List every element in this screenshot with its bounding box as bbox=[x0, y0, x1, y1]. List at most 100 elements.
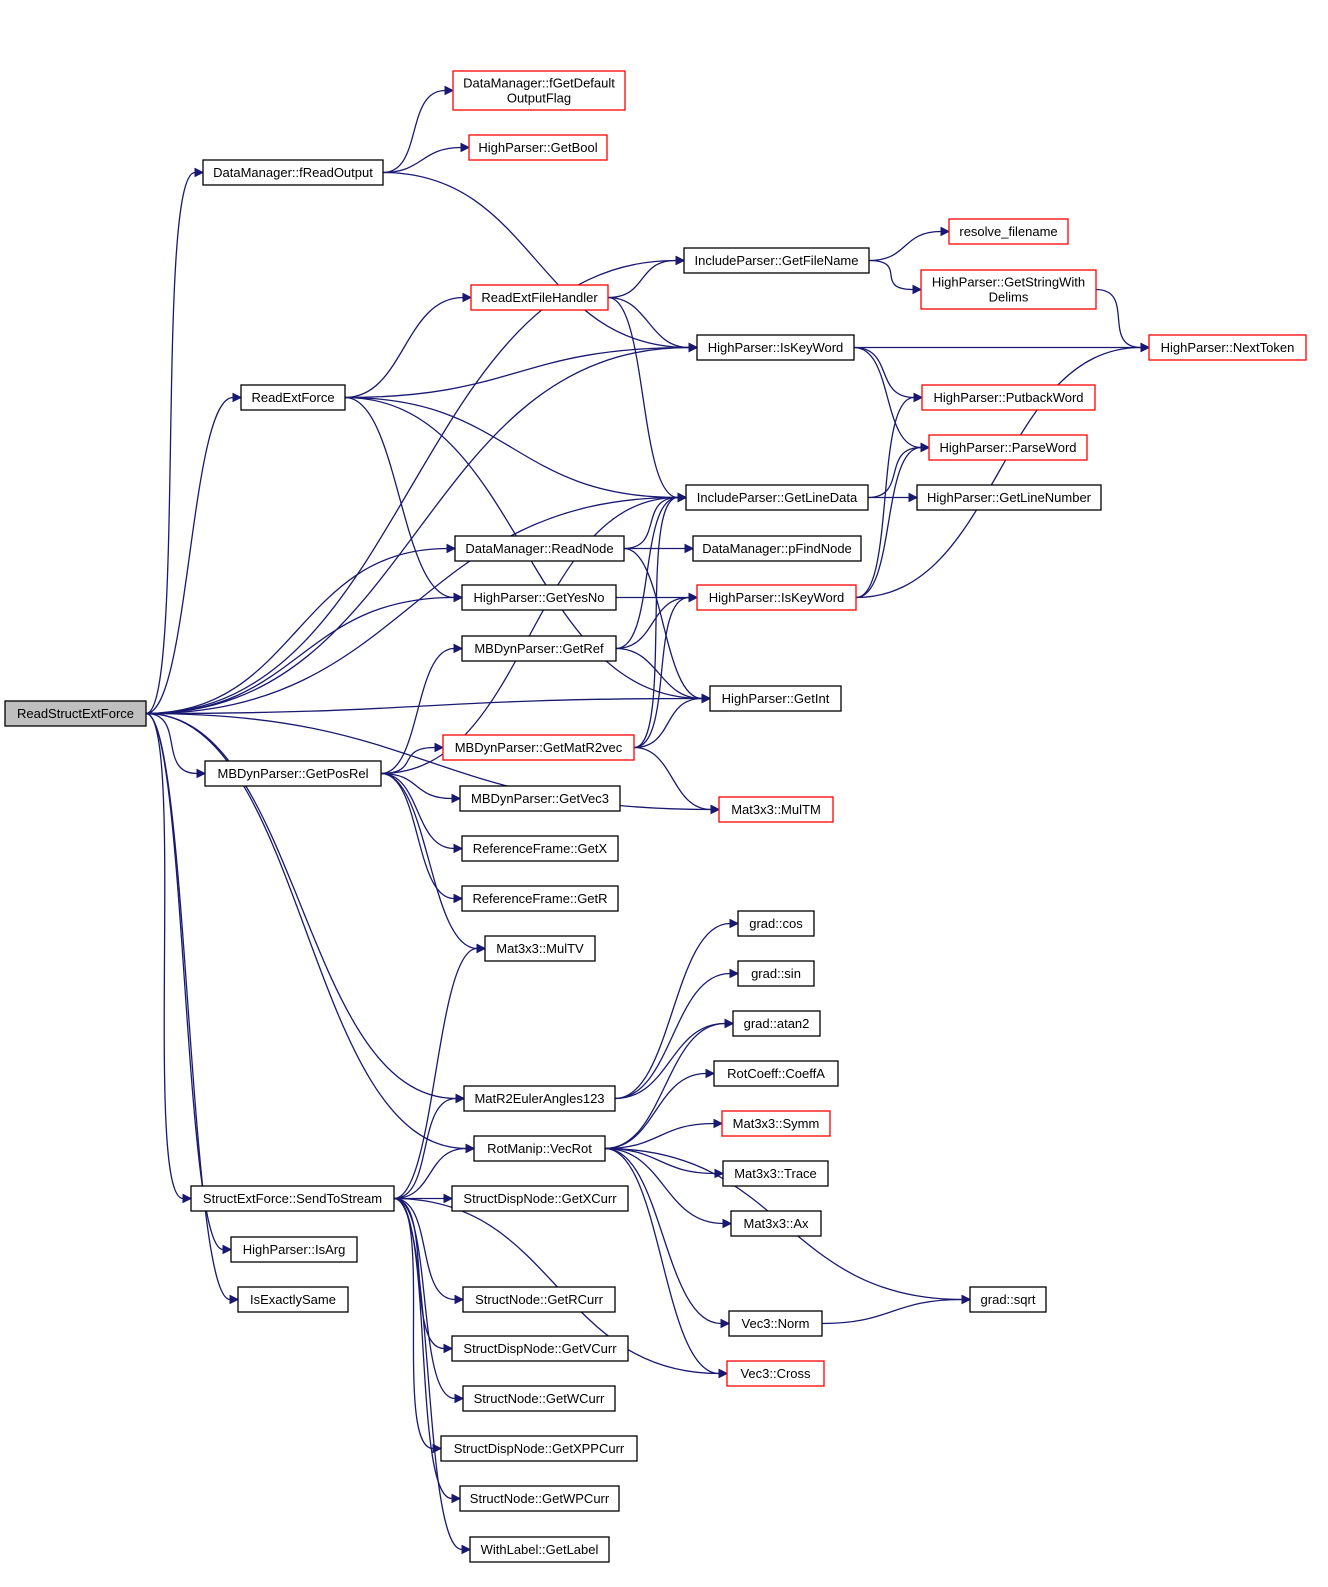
node-highparser-getbool[interactable]: HighParser::GetBool bbox=[468, 134, 608, 161]
edge-arrowhead-n36-to-n44 bbox=[443, 1343, 454, 1354]
node-vec3-cross[interactable]: Vec3::Cross bbox=[726, 1360, 825, 1387]
edge-n0-to-n1 bbox=[145, 171, 196, 715]
edge-n0-to-n4 bbox=[145, 346, 690, 715]
node-datamanager-pfindnode[interactable]: DataManager::pFindNode bbox=[692, 535, 862, 562]
edge-arrowhead-n43-to-n40 bbox=[961, 1294, 972, 1305]
node-grad-atan2[interactable]: grad::atan2 bbox=[732, 1010, 821, 1037]
edge-arrowhead-n36-to-n34 bbox=[465, 1143, 476, 1154]
node-isexactlysame[interactable]: IsExactlySame bbox=[237, 1286, 349, 1313]
edge-arrowhead-n0-to-n10 bbox=[232, 392, 243, 403]
node-mbdynparser-getref[interactable]: MBDynParser::GetRef bbox=[461, 635, 617, 662]
node-label: grad::atan2 bbox=[744, 1016, 810, 1031]
node-structnode-getwcurr[interactable]: StructNode::GetWCurr bbox=[462, 1385, 616, 1412]
node-box bbox=[454, 535, 625, 562]
node-label: HighParser::GetStringWith bbox=[932, 275, 1085, 290]
node-box bbox=[726, 1360, 825, 1387]
node-label: HighParser::GetInt bbox=[722, 691, 830, 706]
node-readextforce[interactable]: ReadExtForce bbox=[240, 384, 346, 411]
edge-n21-to-n23 bbox=[380, 772, 453, 800]
edge-n10-to-n4 bbox=[344, 346, 690, 399]
node-box bbox=[721, 1110, 831, 1137]
node-rotcoeff-coeffa[interactable]: RotCoeff::CoeffA bbox=[713, 1060, 839, 1087]
node-mat3x3-multv[interactable]: Mat3x3::MulTV bbox=[484, 935, 596, 962]
node-readextfilehandler[interactable]: ReadExtFileHandler bbox=[470, 284, 609, 311]
node-includeparser-getlinedata[interactable]: IncludeParser::GetLineData bbox=[685, 484, 869, 511]
edge-arrowhead-n21-to-n26 bbox=[453, 893, 464, 904]
node-matr2eulerangles123[interactable]: MatR2EulerAngles123 bbox=[463, 1085, 616, 1112]
node-box bbox=[692, 535, 862, 562]
node-label: Mat3x3::MulTM bbox=[731, 802, 821, 817]
edge-arrowhead-n10-to-n9 bbox=[462, 292, 473, 303]
edge-arrowhead-n21-to-n25 bbox=[453, 843, 464, 854]
node-grad-sqrt[interactable]: grad::sqrt bbox=[969, 1286, 1047, 1313]
node-highparser-isarg[interactable]: HighParser::IsArg bbox=[230, 1236, 358, 1263]
node-box bbox=[728, 1310, 823, 1337]
node-datamanager-freadoutput[interactable]: DataManager::fReadOutput bbox=[202, 159, 384, 186]
node-withlabel-getlabel[interactable]: WithLabel::GetLabel bbox=[469, 1536, 610, 1563]
node-readstructextforce[interactable]: ReadStructExtForce bbox=[4, 700, 147, 727]
edge-n15-to-n20 bbox=[623, 547, 703, 700]
node-mat3x3-ax[interactable]: Mat3x3::Ax bbox=[730, 1210, 822, 1237]
node-grad-sin[interactable]: grad::sin bbox=[737, 960, 815, 987]
node-box bbox=[452, 70, 626, 111]
node-highparser-nexttoken[interactable]: HighParser::NextToken bbox=[1148, 334, 1307, 361]
edge-arrowhead-n36-to-n45 bbox=[718, 1368, 729, 1379]
node-label: DataManager::ReadNode bbox=[465, 541, 613, 556]
node-structdispnode-getxppcurr[interactable]: StructDispNode::GetXPPCurr bbox=[440, 1435, 638, 1462]
node-highparser-iskeyword[interactable]: HighParser::IsKeyWord bbox=[696, 584, 857, 611]
node-box bbox=[440, 1435, 638, 1462]
node-mat3x3-symm[interactable]: Mat3x3::Symm bbox=[721, 1110, 831, 1137]
edge-n1-to-n2 bbox=[382, 89, 446, 174]
edge-arrowhead-n10-to-n4 bbox=[688, 342, 699, 353]
node-vec3-norm[interactable]: Vec3::Norm bbox=[728, 1310, 823, 1337]
node-highparser-getlinenumber[interactable]: HighParser::GetLineNumber bbox=[916, 484, 1102, 511]
node-highparser-putbackword[interactable]: HighParser::PutbackWord bbox=[921, 384, 1096, 411]
edge-arrowhead-n21-to-n19 bbox=[453, 643, 464, 654]
node-mat3x3-trace[interactable]: Mat3x3::Trace bbox=[722, 1160, 829, 1187]
edge-n0-to-n21 bbox=[145, 712, 198, 775]
node-structdispnode-getvcurr[interactable]: StructDispNode::GetVCurr bbox=[451, 1335, 629, 1362]
node-mbdynparser-getmatr2vec[interactable]: MBDynParser::GetMatR2vec bbox=[442, 734, 635, 761]
node-grad-cos[interactable]: grad::cos bbox=[737, 910, 815, 937]
edge-arrowhead-n34-to-n32 bbox=[705, 1068, 716, 1079]
node-label: HighParser::IsKeyWord bbox=[709, 590, 845, 605]
edge-arrowhead-n36-to-n27 bbox=[476, 943, 487, 954]
node-highparser-getint[interactable]: HighParser::GetInt bbox=[709, 685, 842, 712]
node-highparser-iskeyword[interactable]: HighParser::IsKeyWord bbox=[696, 334, 855, 361]
node-label: ReadExtForce bbox=[251, 390, 334, 405]
edge-n19-to-n18 bbox=[615, 596, 690, 650]
node-box bbox=[737, 960, 815, 987]
node-mbdynparser-getvec3[interactable]: MBDynParser::GetVec3 bbox=[459, 785, 621, 812]
node-label: HighParser::GetYesNo bbox=[473, 590, 604, 605]
node-datamanager-readnode[interactable]: DataManager::ReadNode bbox=[454, 535, 625, 562]
edge-n22-to-n13 bbox=[633, 496, 679, 749]
node-label: IncludeParser::GetFileName bbox=[694, 253, 858, 268]
node-label: DataManager::fReadOutput bbox=[213, 165, 373, 180]
node-highparser-parseword[interactable]: HighParser::ParseWord bbox=[928, 434, 1088, 461]
node-referenceframe-getr[interactable]: ReferenceFrame::GetR bbox=[461, 885, 619, 912]
node-includeparser-getfilename[interactable]: IncludeParser::GetFileName bbox=[683, 247, 870, 274]
edge-arrowhead-n31-to-n29 bbox=[729, 968, 740, 979]
node-label: DataManager::pFindNode bbox=[702, 541, 852, 556]
edge-n18-to-n8 bbox=[855, 346, 1142, 599]
node-structnode-getwpcurr[interactable]: StructNode::GetWPCurr bbox=[459, 1485, 620, 1512]
node-mat3x3-multm[interactable]: Mat3x3::MulTM bbox=[718, 796, 834, 823]
edge-n22-to-n20 bbox=[633, 697, 703, 749]
node-mbdynparser-getposrel[interactable]: MBDynParser::GetPosRel bbox=[204, 760, 382, 787]
node-structdispnode-getxcurr[interactable]: StructDispNode::GetXCurr bbox=[451, 1185, 629, 1212]
edge-n0-to-n13 bbox=[145, 496, 679, 715]
edge-arrowhead-n5-to-n6 bbox=[940, 226, 951, 237]
node-structnode-getrcurr[interactable]: StructNode::GetRCurr bbox=[462, 1286, 616, 1313]
node-resolve-filename[interactable]: resolve_filename bbox=[948, 218, 1069, 245]
node-structextforce-sendtostream[interactable]: StructExtForce::SendToStream bbox=[190, 1185, 395, 1212]
node-referenceframe-getx[interactable]: ReferenceFrame::GetX bbox=[461, 835, 619, 862]
node-highparser-getyesno[interactable]: HighParser::GetYesNo bbox=[461, 584, 617, 611]
node-label: resolve_filename bbox=[959, 224, 1057, 239]
node-box bbox=[461, 584, 617, 611]
edge-arrowhead-n0-to-n36 bbox=[182, 1193, 193, 1204]
node-rotmanip-vecrot[interactable]: RotManip::VecRot bbox=[473, 1135, 606, 1162]
edge-arrowhead-n21-to-n22 bbox=[434, 742, 445, 753]
edge-n9-to-n5 bbox=[607, 259, 677, 299]
